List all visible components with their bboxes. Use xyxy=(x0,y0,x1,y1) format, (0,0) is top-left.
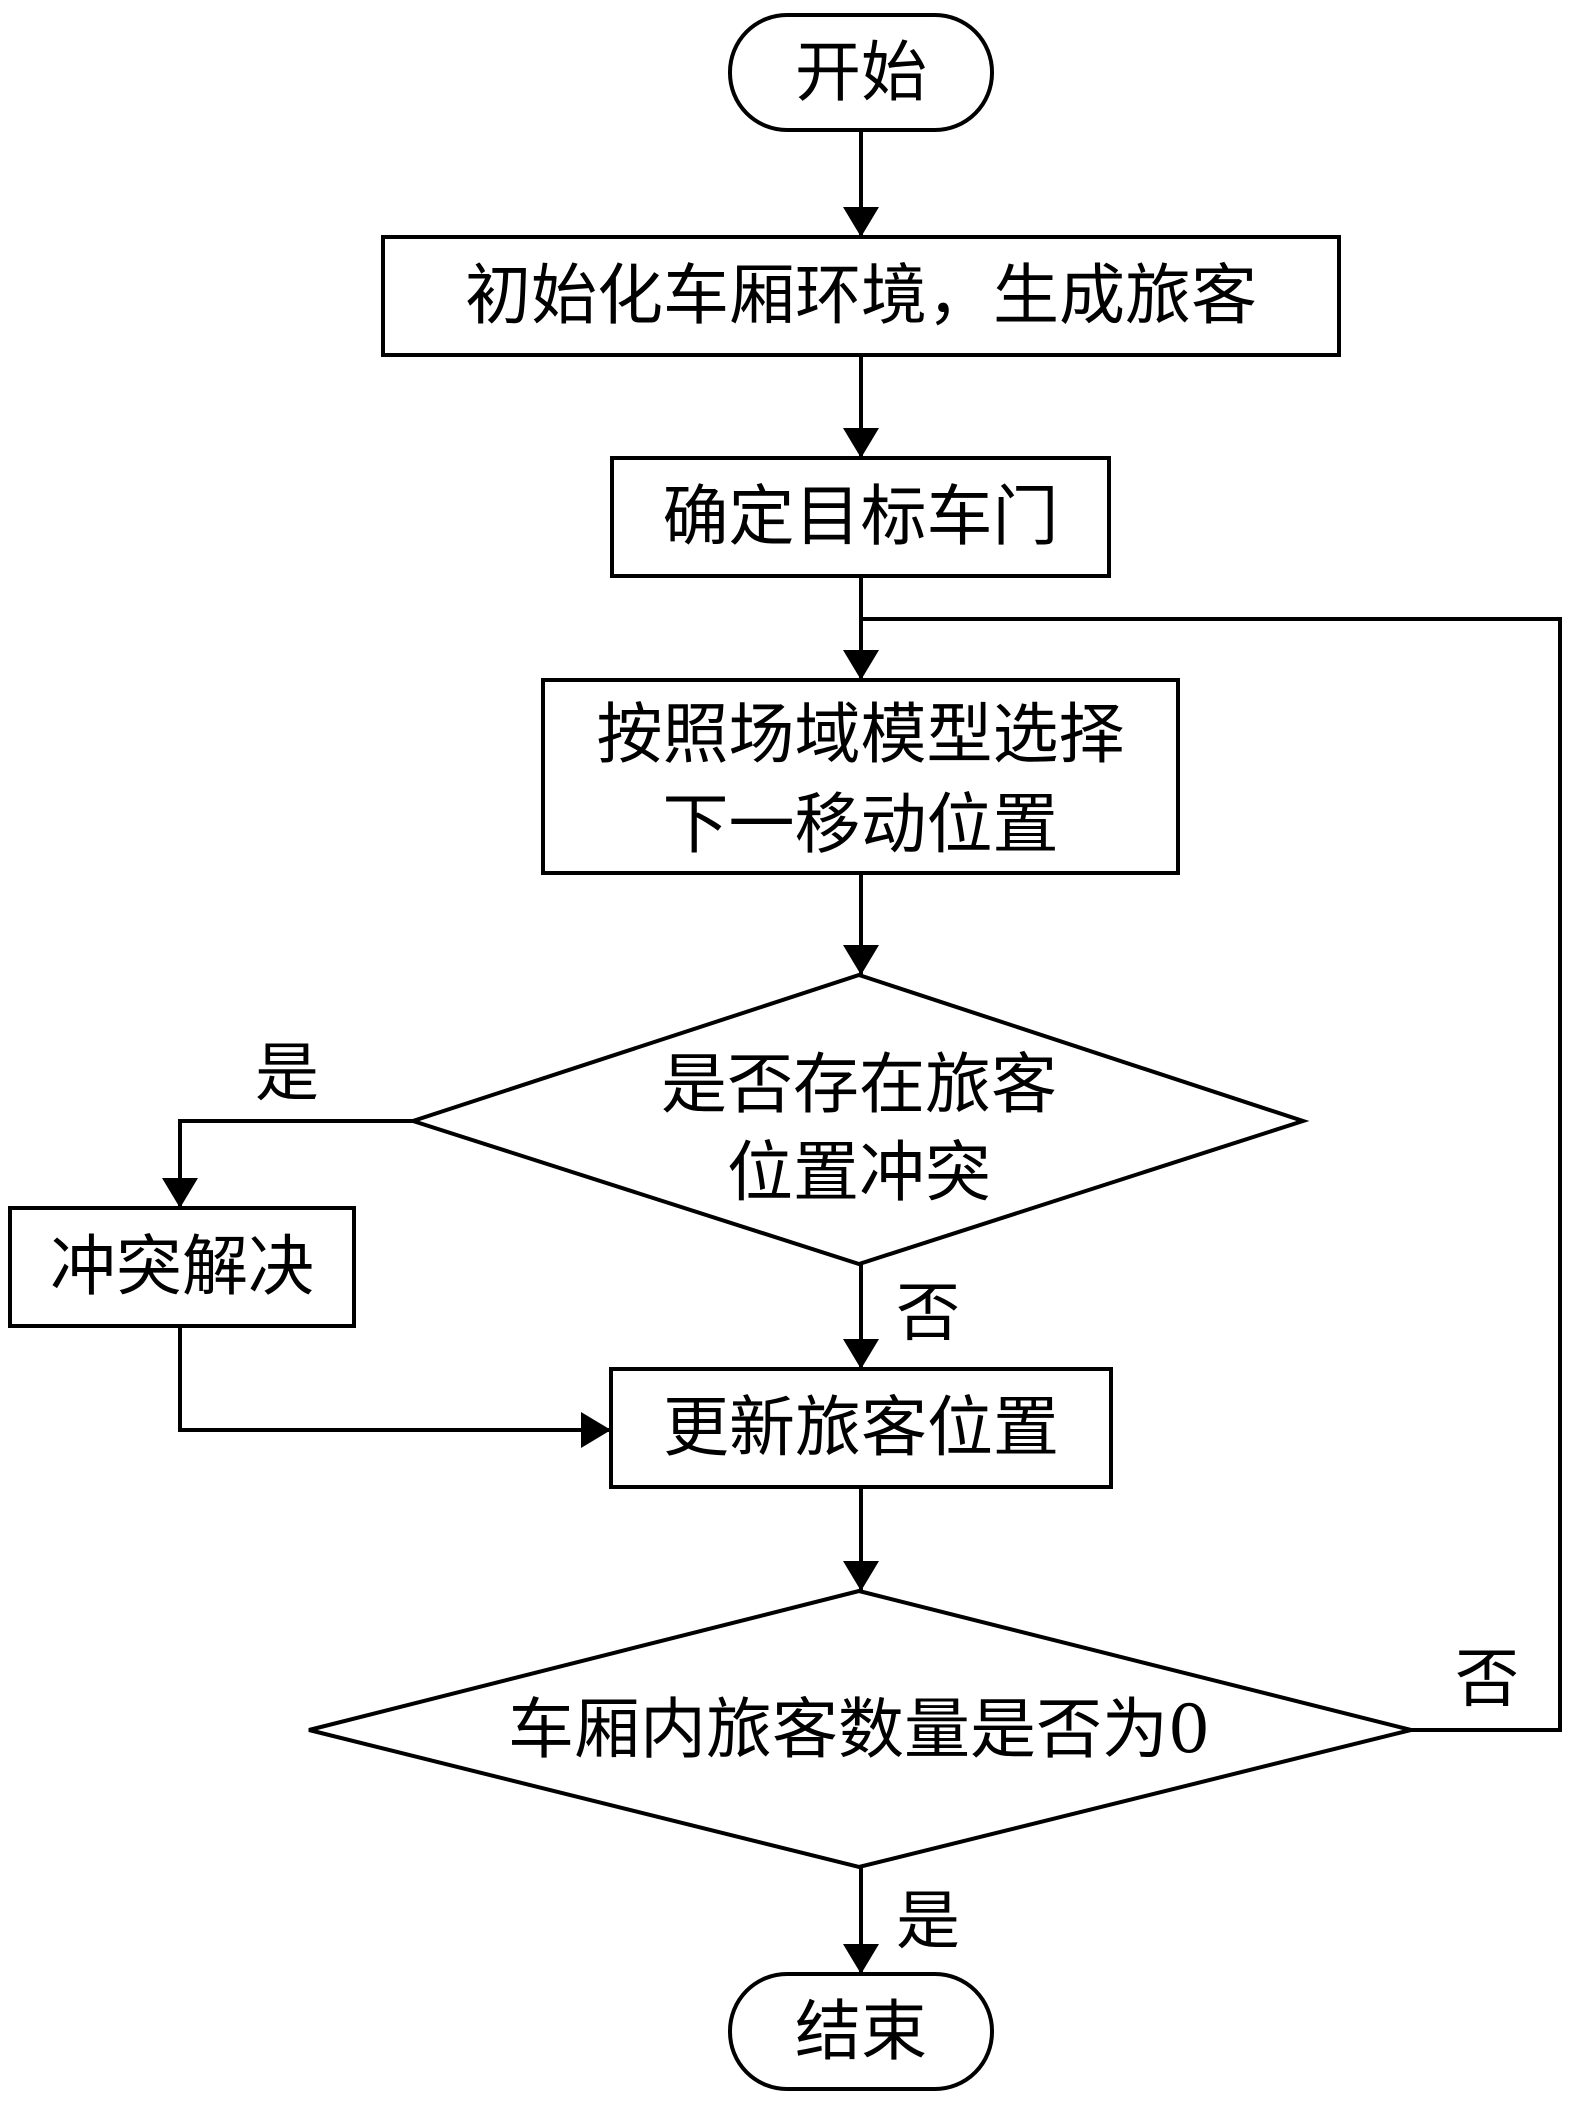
conflict-yes-label: 是 xyxy=(255,1037,319,1111)
init-process-box xyxy=(381,235,1341,357)
resolve-label: 冲突解决 xyxy=(50,1228,314,1305)
end-label: 结束 xyxy=(795,1993,927,2070)
loop-line-count-no-to-select-move xyxy=(861,617,1562,1732)
init-label: 初始化车厢环境，生成旅客 xyxy=(465,257,1257,334)
update-label: 更新旅客位置 xyxy=(663,1389,1059,1466)
select-move-process-box xyxy=(541,678,1180,875)
count-no-label: 否 xyxy=(1455,1643,1519,1717)
target-door-label: 确定目标车门 xyxy=(662,478,1059,555)
count-check-label: 车厢内旅客数量是否为0 xyxy=(508,1691,1210,1768)
select-move-label-line2: 下一移动位置 xyxy=(662,786,1059,863)
arrow-resolve-to-update xyxy=(178,1326,611,1448)
arrow-conflict-yes-to-resolve xyxy=(162,1119,413,1208)
conflict-check-label-line1: 是否存在旅客 xyxy=(661,1046,1057,1123)
count-yes-label: 是 xyxy=(896,1885,960,1959)
conflict-check-label-line2: 位置冲突 xyxy=(727,1134,991,1211)
select-move-label-line1: 按照场域模型选择 xyxy=(596,696,1125,773)
start-label: 开始 xyxy=(795,34,927,111)
conflict-no-label: 否 xyxy=(896,1277,960,1351)
